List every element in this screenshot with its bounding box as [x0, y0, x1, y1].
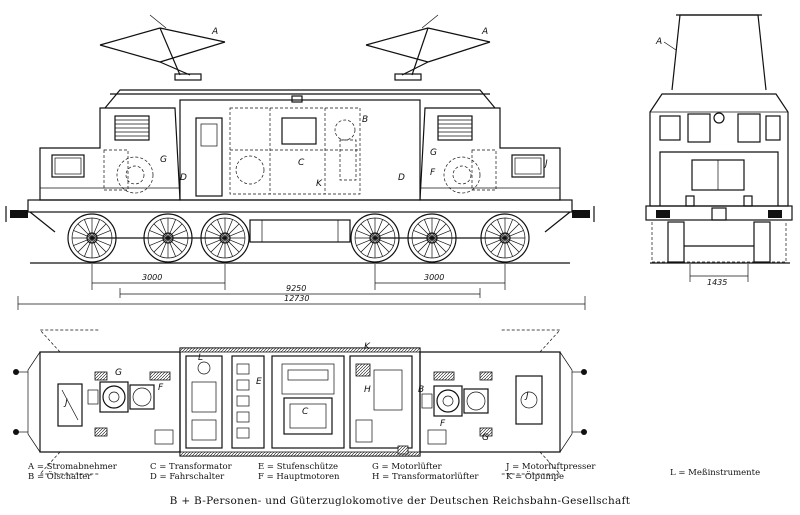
figure-caption: B + B-Personen- und Güterzuglokomotive d… — [169, 495, 631, 507]
pantograph-left — [99, 14, 226, 81]
roof — [104, 89, 496, 109]
plan-label-b: B — [418, 385, 424, 395]
plan-left-hood — [13, 329, 181, 475]
plan-label-j-right: J — [524, 391, 529, 401]
wheelset — [67, 213, 530, 263]
legend-item: F = Hauptmotoren — [258, 471, 340, 482]
legend-col-6: L = Meßinstrumente — [670, 468, 761, 479]
right-hood — [419, 107, 561, 201]
legend-col-3: E = Stufenschütze F = Hauptmotoren — [258, 462, 340, 482]
legend-item: J = Motorluftpresser — [506, 462, 596, 472]
plan-label-e: E — [256, 377, 262, 387]
dim-pivots: 9250 — [286, 284, 306, 293]
label-c: C — [298, 158, 305, 168]
label-a-right: A — [481, 27, 488, 37]
legend-col-4: G = Motorlüfter H = Transformatorlüfter — [372, 462, 479, 482]
end-label-a: A — [655, 37, 662, 47]
label-d-right: D — [398, 173, 405, 183]
plan-right-hood — [419, 329, 587, 475]
label-a-left: A — [211, 27, 218, 37]
legend-item: G = Motorlüfter — [372, 462, 442, 472]
dim-length: 12730 — [284, 294, 309, 303]
legend-col-5: J = Motorluftpresser K = Ölpumpe — [506, 462, 596, 482]
pantograph-right — [365, 14, 491, 81]
plan-label-h: H — [364, 385, 371, 395]
legend-item: B = Ölschalter — [28, 471, 92, 482]
plan-label-g-right: G — [482, 433, 489, 443]
label-f-right: F — [430, 168, 436, 178]
side-dimensions: 3000 3000 9250 12730 — [17, 264, 586, 310]
plan-central-cab — [179, 347, 421, 457]
legend-col-2: C = Transformator D = Fahrschalter — [150, 462, 232, 482]
plan-label-c: C — [302, 407, 309, 417]
plan-label-k: K — [364, 342, 371, 352]
plan-label-j-left: J — [63, 398, 68, 408]
legend-item: H = Transformatorlüfter — [372, 471, 479, 482]
label-d-left: D — [180, 173, 187, 183]
left-hood — [39, 107, 181, 201]
plan-label-g-left: G — [115, 368, 122, 378]
dim-bogie-right: 3000 — [424, 273, 444, 282]
legend-item: D = Fahrschalter — [150, 471, 225, 482]
legend-item: K = Ölpumpe — [506, 471, 565, 482]
plan-label-f-right: F — [440, 419, 446, 429]
dim-bogie-left: 3000 — [142, 273, 162, 282]
label-j-right: J — [543, 159, 548, 169]
legend-item: C = Transformator — [150, 462, 232, 472]
legend-item: A = Stromabnehmer — [28, 462, 117, 472]
legend-item: L = Meßinstrumente — [670, 468, 761, 478]
legend-item: E = Stufenschütze — [258, 462, 339, 472]
legend-col-1: A = Stromabnehmer B = Ölschalter — [28, 462, 117, 482]
plan-label-l: L — [198, 353, 203, 363]
label-k: K — [316, 179, 323, 189]
plan-label-f-left: F — [158, 383, 164, 393]
plan-view: J G F L — [13, 329, 587, 475]
frame — [5, 199, 595, 233]
label-g-right: G — [430, 148, 437, 158]
dim-gauge: 1435 — [707, 278, 727, 287]
label-b: B — [362, 115, 368, 125]
side-view: A A — [5, 14, 595, 310]
central-cab — [179, 99, 421, 201]
label-g-left: G — [160, 155, 167, 165]
end-view: A 1435 — [645, 14, 793, 287]
